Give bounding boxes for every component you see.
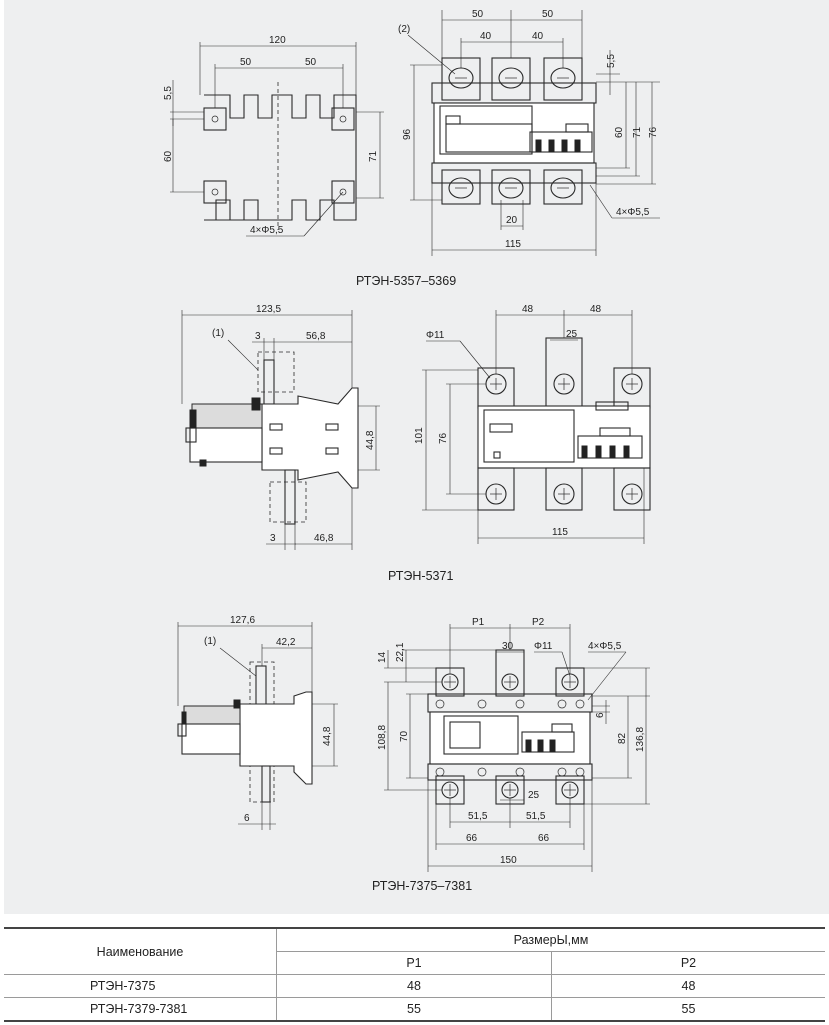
dimension-label: Φ11	[426, 330, 445, 341]
table-header-name: Наименование	[4, 927, 277, 975]
dimension-label: 5,5	[163, 86, 174, 100]
table-row: РТЭН-7379-7381 55 55	[4, 997, 825, 1022]
table-header-p2: P2	[551, 951, 825, 975]
drawing-area: 120 50 50 5,5 60 71 4×Φ5,5	[4, 0, 829, 914]
dimension-label: 20	[506, 215, 518, 226]
table-cell-p2: 55	[551, 997, 825, 1022]
dimension-label: 56,8	[306, 331, 326, 342]
dimension-label: 66	[466, 833, 478, 844]
dimension-label: 76	[438, 432, 449, 444]
relay-7375-front-view: P1 P2 30 Φ11 4×Φ5,5 14 22,1 108,8 70 6 8…	[372, 617, 650, 893]
dimension-label: 40	[532, 31, 544, 42]
dimension-label: 46,8	[314, 533, 334, 544]
dimension-label: 70	[399, 730, 410, 742]
table-cell-p2: 48	[551, 974, 825, 998]
dimension-label: 42,2	[276, 637, 296, 648]
dimension-label: 115	[552, 527, 568, 538]
dimension-label: 6	[244, 813, 250, 824]
technical-drawing: 120 50 50 5,5 60 71 4×Φ5,5	[163, 9, 660, 893]
dimension-label: 60	[614, 126, 625, 138]
dimension-label: 108,8	[377, 725, 388, 750]
table-cell-p1: 55	[276, 997, 552, 1022]
dimension-label: (1)	[204, 636, 216, 647]
caption-3: РТЭН-7375–7381	[372, 879, 472, 893]
dimension-label: 25	[528, 790, 540, 801]
dimension-label: 66	[538, 833, 550, 844]
caption-1: РТЭН-5357–5369	[356, 274, 456, 288]
dimension-label: Φ11	[534, 641, 553, 652]
dimension-label: 50	[305, 57, 317, 68]
dimension-label: 60	[163, 150, 174, 162]
dimension-label: 123,5	[256, 304, 281, 315]
dimension-label: 115	[505, 239, 521, 250]
dimension-label: 50	[472, 9, 484, 20]
relay-7375-side-view: 127,6 (1) 42,2 44,8 6	[177, 615, 338, 830]
table-row: РТЭН-7375 48 48	[4, 974, 825, 998]
dimension-label: 48	[590, 304, 602, 315]
dimension-label: 82	[617, 732, 628, 744]
dimension-label: 6	[595, 712, 606, 718]
relay-5357-view: 50 50 40 40 (2) 96 5,5 60 71 76 20 115 4…	[356, 9, 660, 288]
dimension-label: 4×Φ5,5	[616, 207, 650, 218]
table-header-sizes: РазмерЫ,мм	[276, 927, 825, 952]
caption-2: РТЭН-5371	[388, 569, 453, 583]
dimension-label: 30	[502, 641, 514, 652]
table-header-p1: P1	[276, 951, 552, 975]
table-cell-name: РТЭН-7379-7381	[4, 997, 277, 1022]
dimension-label: 101	[414, 427, 425, 444]
dimension-label: 96	[402, 128, 413, 140]
dimension-label: 22,1	[395, 642, 406, 662]
dimension-label: 150	[500, 855, 517, 866]
table-cell-name: РТЭН-7375	[4, 974, 277, 998]
dimension-label: 48	[522, 304, 534, 315]
dimension-label: 3	[270, 533, 276, 544]
dimensions-table: Наименование РазмерЫ,мм P1 P2 РТЭН-7375 …	[4, 927, 825, 1022]
dimension-label: 51,5	[468, 811, 488, 822]
dimension-label: 44,8	[322, 726, 333, 746]
dimension-label: 50	[542, 9, 554, 20]
dimension-label: 44,8	[365, 430, 376, 450]
dimension-label: (1)	[212, 328, 224, 339]
dimension-label: P2	[532, 617, 545, 628]
dimension-label: 76	[648, 126, 659, 138]
dimension-label: 5,5	[606, 54, 617, 68]
dimension-label: 71	[368, 150, 379, 162]
relay-5371-front-view: 48 48 25 Φ11 101 76 115 РТЭН-5371	[388, 304, 651, 583]
dimension-label: 25	[566, 329, 578, 340]
dimension-label: 50	[240, 57, 252, 68]
dimension-label: (2)	[398, 24, 410, 35]
dimension-label: 127,6	[230, 615, 255, 626]
dimension-label: 40	[480, 31, 492, 42]
dimension-label: 4×Φ5,5	[250, 225, 284, 236]
dimension-label: 4×Φ5,5	[588, 641, 622, 652]
relay-5371-side-view: 123,5 (1) 3 56,8 44,8 3 46,8	[181, 304, 380, 550]
dimension-label: 136,8	[635, 727, 646, 752]
dim-120: 120	[269, 35, 286, 46]
dimension-label: 14	[377, 651, 388, 663]
dimension-label: 71	[632, 126, 643, 138]
dimension-label: P1	[472, 617, 485, 628]
dimension-label: 51,5	[526, 811, 546, 822]
table-cell-p1: 48	[276, 974, 552, 998]
dimension-label: 3	[255, 331, 261, 342]
mounting-plate-view: 120 50 50 5,5 60 71 4×Φ5,5	[163, 35, 384, 237]
